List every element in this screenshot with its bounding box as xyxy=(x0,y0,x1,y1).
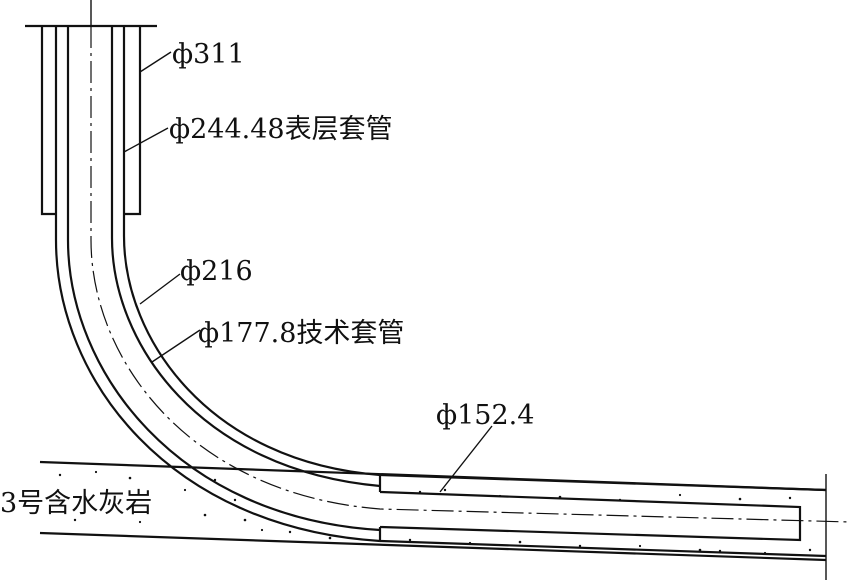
label-surface-casing: ф244.48表层套管 xyxy=(169,114,393,145)
intermediate-hole xyxy=(54,214,381,543)
label-hole-152: ф152.4 xyxy=(436,400,534,431)
leader-hole-216 xyxy=(139,273,181,305)
technical-casing-outer-wall xyxy=(66,26,381,532)
technical-casing xyxy=(66,26,382,541)
label-aquifer: 3号含水灰岩 xyxy=(0,488,152,519)
label-technical-casing: ф177.8技术套管 xyxy=(198,318,404,349)
leader-surface-casing xyxy=(123,127,169,153)
label-hole-216: ф216 xyxy=(180,256,253,287)
horizontal-section xyxy=(379,473,827,558)
label-hole-311: ф311 xyxy=(172,39,245,70)
surface-hole-left-wall xyxy=(40,26,56,216)
horizontal-hole-top-wall xyxy=(379,473,827,492)
technical-casing-inner-wall xyxy=(110,26,381,488)
surface-casing xyxy=(54,26,126,214)
leader-lines xyxy=(123,51,493,493)
surface-hole-right-wall xyxy=(124,26,142,216)
surface-hole xyxy=(40,26,142,216)
leader-hole-311 xyxy=(139,51,172,73)
leader-technical-casing xyxy=(151,329,201,363)
horizontal-hole-bottom-wall xyxy=(379,539,827,558)
leader-hole-152 xyxy=(439,425,493,493)
aquifer-layer xyxy=(39,460,827,580)
horizontal-liner xyxy=(379,490,802,542)
intermediate-hole-outer-wall xyxy=(54,214,381,543)
aquifer-bottom-boundary xyxy=(39,531,827,562)
well-center-axis xyxy=(90,26,851,523)
aquifer-texture-dots xyxy=(58,470,812,555)
intermediate-hole-inner-wall xyxy=(122,214,381,477)
